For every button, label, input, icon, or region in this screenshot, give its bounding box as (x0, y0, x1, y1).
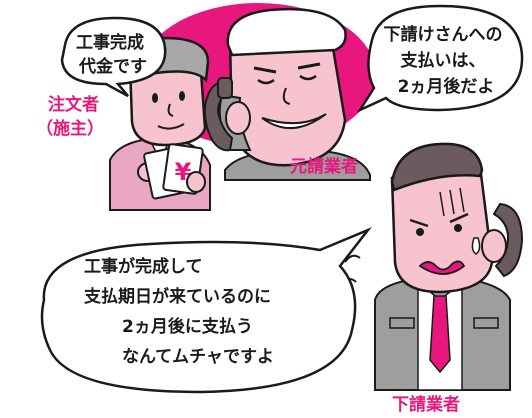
subcontractor-speech-line: 工事が完成して (84, 256, 203, 277)
client-speech-line: 工事完成 (76, 32, 144, 53)
prime-contractor-hand (225, 101, 251, 135)
subcontractor-label: 下請業者 (392, 394, 460, 415)
prime-contractor-label: 元請業者 (290, 156, 358, 177)
prime-contractor-speech-line: 支払いは、 (401, 50, 486, 71)
telephone-handset-icon (203, 77, 234, 152)
prime-contractor-speech-bubble: 下請けさんへの 支払いは、 2ヵ月後だよ (356, 4, 524, 113)
subcontractor-speech-bubble: 工事が完成して 支払期日が来ているのに 2ヵ月後に支払う なんてムチャですよ (40, 227, 372, 394)
prime-contractor-speech-line: 2ヵ月後だよ (398, 76, 495, 97)
subcontractor-figure (374, 142, 511, 391)
svg-text:下請けさんへの 支払いは、 2ヵ月後: 下請けさんへの 支払いは、 2ヵ月後だよ (384, 24, 509, 97)
client-label: 注文者 （施主） (36, 94, 105, 139)
prime-contractor-speech-line: 下請けさんへの (384, 24, 503, 45)
telephone-handset-icon (481, 202, 524, 278)
subcontractor-speech-line: なんてムチャですよ (122, 347, 274, 367)
client-speech-bubble: 工事完成 代金です (60, 16, 167, 98)
svg-text:工事が完成して 支払期日が来ているのに: 工事が完成して 支払期日が来ているのに 2ヵ月後に支払う なんてムチャですよ (84, 256, 277, 367)
client-label-line: 注文者 (48, 94, 99, 115)
yen-envelope-icon: ¥ (143, 143, 206, 200)
svg-text:工事完成 代金です: 工事完成 代金です (76, 32, 150, 77)
client-label-line: （施主） (36, 118, 104, 139)
subcontractor-speech-line: 2ヵ月後に支払う (122, 316, 253, 337)
client-speech-line: 代金です (78, 56, 147, 77)
subcontractor-speech-line: 支払期日が来ているのに (84, 286, 271, 307)
